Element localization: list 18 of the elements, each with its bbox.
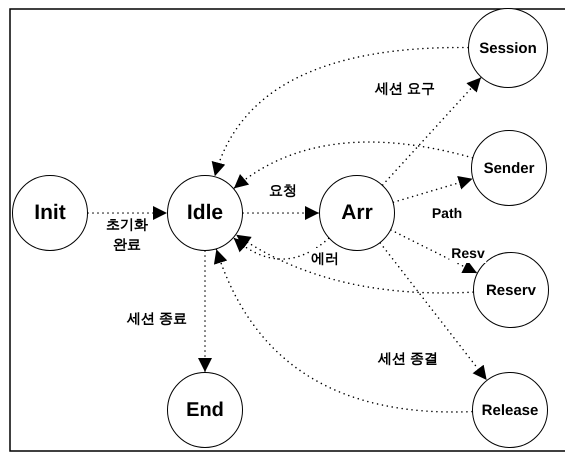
arrow (87, 206, 168, 220)
arrow (242, 206, 320, 220)
state-circle: Sender (471, 130, 547, 206)
arrow (392, 176, 474, 204)
arrow (214, 248, 473, 413)
state-circle: End (167, 372, 243, 448)
arrow (235, 234, 474, 294)
arrow (382, 76, 482, 186)
arrow (198, 250, 212, 373)
arrow (212, 46, 469, 178)
arrow (380, 242, 488, 381)
state-circle: Init (12, 175, 88, 251)
state-circle: Arr (319, 175, 395, 251)
arrow (232, 237, 330, 260)
state-circle: Session (468, 8, 548, 88)
state-circle: Release (472, 372, 548, 448)
arrow (233, 141, 474, 190)
state-circle: Idle (167, 175, 243, 251)
